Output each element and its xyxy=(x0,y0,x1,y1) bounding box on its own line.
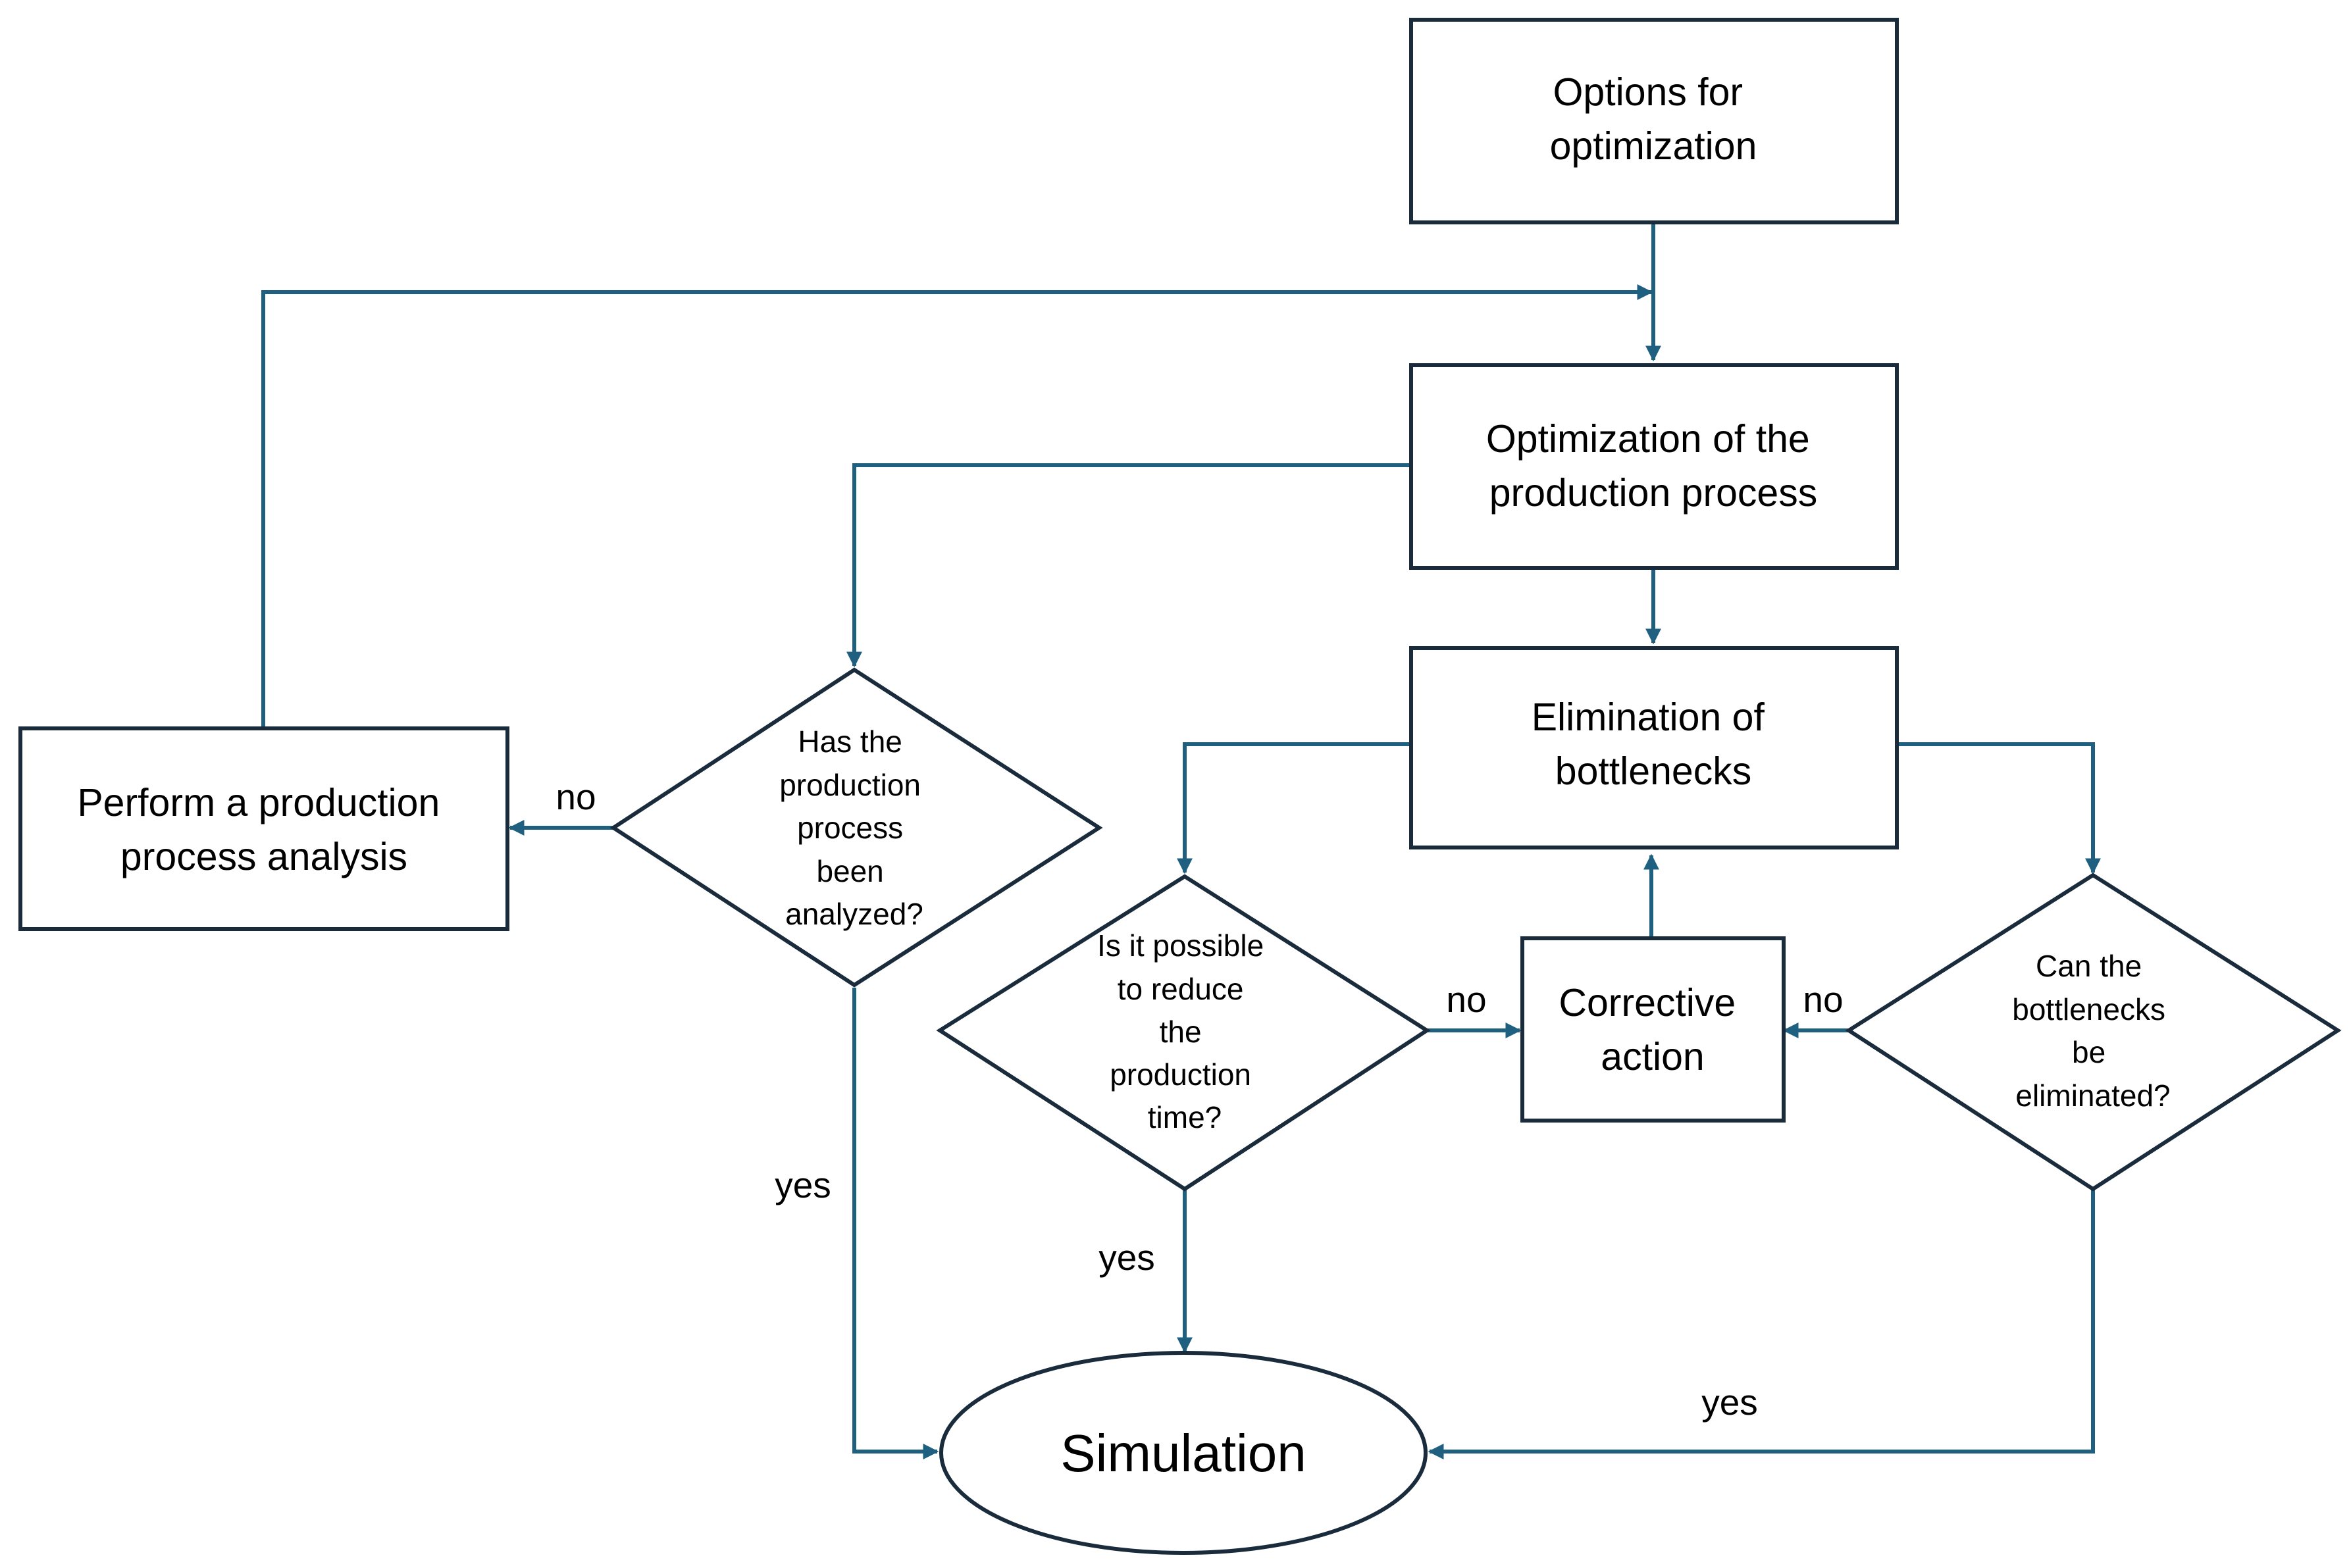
connector-elimination-to-reduce-question xyxy=(1177,742,1411,874)
analyzed-question-line-4: been xyxy=(816,854,883,888)
node-bottlenecks-decision: Can the bottlenecks be eliminated? xyxy=(1845,873,2342,1192)
elimination-label-line-1: Elimination of xyxy=(1532,695,1765,739)
options-label-line-1: Options for xyxy=(1553,70,1743,114)
reduce-time-question-line-1: Is it possible xyxy=(1097,928,1264,963)
node-analyzed-decision: Has the production process been analyzed… xyxy=(609,667,1103,988)
connector-analysis-loop-back xyxy=(261,284,1653,726)
corrective-action-label: Corrective action xyxy=(1559,981,1746,1078)
optimization-box xyxy=(1409,363,1899,570)
node-reduce-time-decision: Is it possible to reduce the production … xyxy=(936,874,1431,1192)
analyzed-diamond xyxy=(609,667,1103,988)
bottlenecks-diamond xyxy=(1845,873,2342,1192)
elimination-label-line-2: bottlenecks xyxy=(1555,749,1751,793)
bottlenecks-question-line-1: Can the xyxy=(2036,949,2142,983)
corrective-action-line-1: Corrective xyxy=(1559,981,1736,1024)
corrective-action-line-2: action xyxy=(1601,1035,1704,1078)
optimization-label-line-1: Optimization of the xyxy=(1486,417,1810,461)
node-optimization-of-production-process: Optimization of the production process xyxy=(1409,363,1899,570)
connector-bottlenecks-yes xyxy=(1428,1189,2095,1459)
node-options-for-optimization: Options for optimization xyxy=(1409,18,1899,224)
perform-analysis-label: Perform a production process analysis xyxy=(77,781,450,878)
options-box xyxy=(1409,18,1899,224)
perform-analysis-label-line-1: Perform a production xyxy=(77,781,440,824)
analyzed-yes-label: yes xyxy=(775,1165,831,1205)
bottlenecks-question-label: Can the bottlenecks be eliminated? xyxy=(2012,949,2173,1113)
simulation-ellipse xyxy=(939,1351,1428,1555)
elimination-box xyxy=(1409,646,1899,849)
analyzed-question-label: Has the production process been analyzed… xyxy=(779,724,929,931)
connectors xyxy=(261,222,2101,1459)
bottlenecks-question-line-4: eliminated? xyxy=(2015,1078,2170,1113)
simulation-label: Simulation xyxy=(1060,1424,1306,1482)
reduce-time-question-line-4: production xyxy=(1110,1057,1251,1092)
analyzed-question-line-5: analyzed? xyxy=(785,897,923,931)
reduce-time-question-line-5: time? xyxy=(1148,1100,1222,1134)
reduce-time-question-line-3: the xyxy=(1160,1015,1202,1049)
options-label: Options for optimization xyxy=(1550,70,1757,168)
bottlenecks-no-label: no xyxy=(1803,979,1843,1020)
bottlenecks-question-line-2: bottlenecks xyxy=(2012,992,2165,1026)
reduce-time-question-line-2: to reduce xyxy=(1118,972,1244,1006)
bottlenecks-yes-label: yes xyxy=(1701,1382,1758,1423)
analyzed-question-line-2: production xyxy=(779,768,921,802)
node-simulation: Simulation xyxy=(939,1351,1428,1555)
node-perform-production-process-analysis: Perform a production process analysis xyxy=(18,726,509,931)
elimination-label: Elimination of bottlenecks xyxy=(1532,695,1776,793)
connector-elimination-to-bottlenecks-question xyxy=(1897,742,2101,874)
perform-analysis-box xyxy=(18,726,509,931)
bottlenecks-question-line-3: be xyxy=(2072,1035,2105,1069)
options-label-line-2: optimization xyxy=(1550,124,1757,168)
reduce-time-question-label: Is it possible to reduce the production … xyxy=(1097,928,1272,1134)
analyzed-question-line-3: process xyxy=(797,811,903,845)
corrective-action-box xyxy=(1520,936,1786,1123)
reduce-yes-label: yes xyxy=(1098,1237,1155,1278)
reduce-no-label: no xyxy=(1446,979,1486,1020)
analyzed-question-line-1: Has the xyxy=(798,724,902,759)
analyzed-no-label: no xyxy=(555,776,596,817)
reduce-time-diamond xyxy=(936,874,1431,1192)
node-corrective-action: Corrective action xyxy=(1520,936,1786,1123)
node-elimination-of-bottlenecks: Elimination of bottlenecks xyxy=(1409,646,1899,849)
edge-labels: no yes no yes no yes xyxy=(555,776,1843,1423)
perform-analysis-label-line-2: process analysis xyxy=(120,835,407,878)
connector-optimization-to-analyzed-question xyxy=(846,463,1411,668)
optimization-label: Optimization of the production process xyxy=(1486,417,1820,515)
connector-analyzed-yes xyxy=(852,988,939,1459)
optimization-label-line-2: production process xyxy=(1489,471,1818,515)
